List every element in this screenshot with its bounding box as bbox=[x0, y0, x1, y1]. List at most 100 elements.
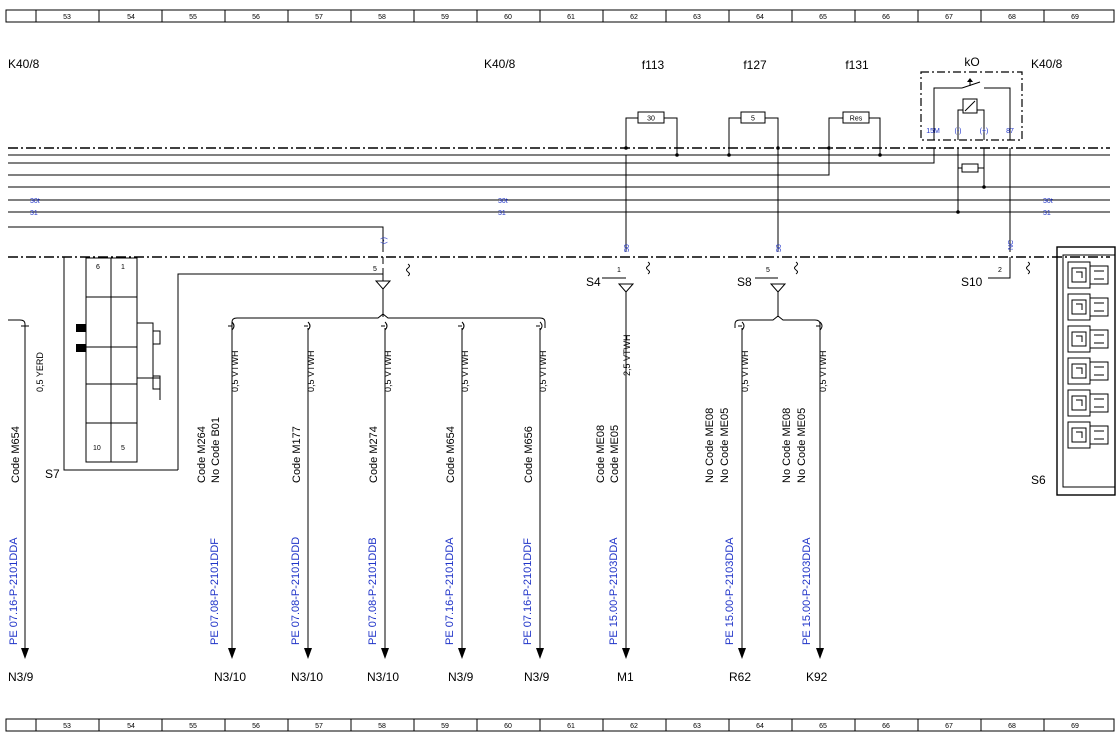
wire-target: R62 bbox=[729, 670, 751, 684]
s6-cell bbox=[1089, 361, 1109, 381]
ruler-top-56: 56 bbox=[252, 14, 260, 21]
s8-name: S8 bbox=[737, 275, 752, 289]
wire-target: N3/10 bbox=[291, 670, 323, 684]
wire-jog bbox=[816, 321, 823, 331]
wire-code-1: Code M656 bbox=[523, 426, 535, 483]
bus-label-31-right: 31 bbox=[1043, 210, 1051, 217]
splice-s7: 5 bbox=[177, 257, 410, 470]
s6-cell-detail bbox=[1094, 270, 1104, 280]
ruler-top-66: 66 bbox=[882, 14, 890, 21]
ruler-top-54: 54 bbox=[127, 14, 135, 21]
s6-cell-detail bbox=[1071, 299, 1087, 315]
wire-ref: PE 07.08-P-2101DDF bbox=[209, 538, 221, 645]
wire-ref: PE 15.00-P-2103DDA bbox=[724, 537, 736, 645]
fuse-f131-name: f131 bbox=[845, 58, 869, 72]
ruler-bottom-61: 61 bbox=[567, 723, 575, 730]
wire-code-1: Code M177 bbox=[291, 426, 303, 483]
ruler-top-55: 55 bbox=[189, 14, 197, 21]
s6-cell-detail bbox=[1094, 366, 1104, 376]
s7-splice-pin: 5 bbox=[373, 266, 377, 273]
relay-ko: 15M (-) (+) 87 bbox=[920, 71, 1023, 141]
wire-n3-9-a: 0,5 VTWH Code M654 PE 07.16-P-2101DDA N3… bbox=[444, 328, 474, 684]
ruler-bottom-63: 63 bbox=[693, 723, 701, 730]
wire-target: N3/10 bbox=[367, 670, 399, 684]
fuse-f131: Res bbox=[828, 111, 881, 155]
wire-jog-marks bbox=[228, 321, 823, 331]
wire-code-1: No Code ME08 bbox=[781, 408, 793, 483]
wire-code-2: Code ME05 bbox=[609, 425, 621, 483]
ruler-top-58: 58 bbox=[378, 14, 386, 21]
fuse-f113-value: 30 bbox=[647, 116, 655, 123]
s6-cell-detail bbox=[1071, 331, 1087, 347]
pin-label-s8: 50 bbox=[776, 244, 783, 252]
ruler-top-59: 59 bbox=[441, 14, 449, 21]
s6-cell-detail bbox=[1071, 267, 1087, 283]
ruler-top-60: 60 bbox=[504, 14, 512, 21]
wire-ref: PE 07.08-P-2101DDD bbox=[290, 537, 302, 645]
connector-s7: 6 1 10 5 S7 bbox=[45, 257, 178, 481]
s6-cell-detail bbox=[1094, 302, 1104, 312]
s10-name: S10 bbox=[961, 275, 983, 289]
s6-cell-detail bbox=[1071, 363, 1087, 379]
wire-code-2: No Code B01 bbox=[210, 417, 222, 483]
s6-cell-detail bbox=[1094, 430, 1104, 440]
wire-gauge: 2,5 VTWH bbox=[622, 334, 632, 376]
s6-cell-detail bbox=[1071, 395, 1087, 411]
bus-label-30t-right: 30t bbox=[1043, 198, 1053, 205]
s7-pin-6: 6 bbox=[96, 264, 100, 271]
connector-s6: S6 bbox=[1031, 246, 1116, 496]
ruler-top-69: 69 bbox=[1071, 14, 1079, 21]
s6-name: S6 bbox=[1031, 473, 1046, 487]
s6-cell-detail bbox=[1094, 398, 1104, 408]
wire-target: M1 bbox=[617, 670, 634, 684]
splice-s10: 2 S10 bbox=[961, 257, 1030, 289]
wire-code-1: No Code ME08 bbox=[704, 408, 716, 483]
wire-target: K92 bbox=[806, 670, 828, 684]
connector-label-mid: K40/8 bbox=[484, 57, 516, 71]
relay-pin-plus: (+) bbox=[980, 128, 989, 135]
wire-n3-10-c: 0,5 VTWH Code M274 PE 07.08-P-2101DDB N3… bbox=[367, 328, 399, 684]
ruler-bottom-62: 62 bbox=[630, 723, 638, 730]
ruler-top-67: 67 bbox=[945, 14, 953, 21]
wire-ref: PE 15.00-P-2103DDA bbox=[801, 537, 813, 645]
s6-cell bbox=[1089, 393, 1109, 413]
ruler-top-68: 68 bbox=[1008, 14, 1016, 21]
wire-gauge: 0,5 VTWH bbox=[460, 350, 470, 392]
s6-cell bbox=[1067, 389, 1091, 417]
ruler-bottom-55: 55 bbox=[189, 723, 197, 730]
connector-label-left: K40/8 bbox=[8, 57, 40, 71]
ruler-bottom-59: 59 bbox=[441, 723, 449, 730]
wire-jog bbox=[738, 321, 745, 331]
ruler-top-61: 61 bbox=[567, 14, 575, 21]
splice-s4: 1 S4 bbox=[586, 261, 650, 293]
ruler-top-65: 65 bbox=[819, 14, 827, 21]
relay-pin-minus: (-) bbox=[955, 128, 962, 135]
wire-n3-9-b: 0,5 VTWH Code M656 PE 07.16-P-2101DDF N3… bbox=[522, 328, 550, 684]
ruler-bottom-67: 67 bbox=[945, 723, 953, 730]
pin-label-s4: 50 bbox=[624, 244, 631, 252]
bus-label-31-left: 31 bbox=[30, 210, 38, 217]
splice-s8: 5 S8 bbox=[737, 261, 798, 293]
s7-name: S7 bbox=[45, 467, 60, 481]
wire-target: N3/9 bbox=[448, 670, 474, 684]
ruler-top-53: 53 bbox=[63, 14, 71, 21]
relay-name: kO bbox=[964, 55, 979, 69]
fuse-f127-value: 5 bbox=[751, 116, 755, 123]
wire-m1: 2,5 VTWH Code ME08 Code ME05 PE 15.00-P-… bbox=[595, 326, 634, 684]
ruler-top-64: 64 bbox=[756, 14, 764, 21]
wire-gauge: 0,5 VTWH bbox=[230, 350, 240, 392]
s7-pin-5: 5 bbox=[121, 445, 125, 452]
fuse-f127: 5 bbox=[728, 111, 779, 155]
relay-pin-87: 87 bbox=[1006, 128, 1014, 135]
s6-cell-detail bbox=[1094, 334, 1104, 344]
s4-name: S4 bbox=[586, 275, 601, 289]
ruler-bottom-60: 60 bbox=[504, 723, 512, 730]
s6-cell bbox=[1067, 293, 1091, 321]
bus-label-31-mid: 31 bbox=[498, 210, 506, 217]
s8-splice-pin: 5 bbox=[766, 267, 770, 274]
s6-cell bbox=[1089, 329, 1109, 349]
connector-label-right: K40/8 bbox=[1031, 57, 1063, 71]
wire-jog bbox=[228, 321, 235, 331]
s10-splice-pin: 2 bbox=[998, 267, 1002, 274]
relay-pin-15m: 15M bbox=[926, 128, 940, 135]
